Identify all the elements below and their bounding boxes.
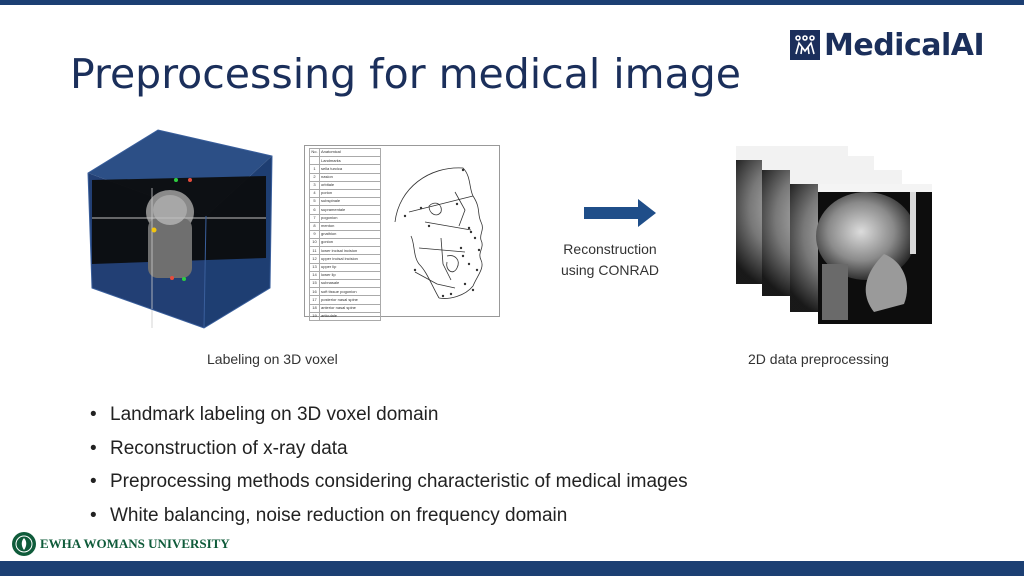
cephalometric-tracing — [385, 152, 495, 317]
reconstruction-label: Reconstruction using CONRAD — [548, 239, 672, 281]
left-figure-caption: Labeling on 3D voxel — [207, 351, 338, 367]
bullet-list: Landmark labeling on 3D voxel domain Rec… — [88, 398, 688, 532]
bottom-accent-bar — [0, 561, 1024, 576]
medicalai-logo: MedicalAI — [790, 27, 985, 63]
reconstruction-label-line2: using CONRAD — [560, 262, 660, 278]
medicalai-brand-name: MedicalAI — [824, 27, 985, 63]
voxel-3d-figure — [86, 128, 276, 338]
right-arrow-icon — [584, 199, 658, 232]
top-accent-bar — [0, 0, 1024, 5]
reconstruction-label-line1: Reconstruction — [563, 241, 657, 257]
university-seal-icon — [12, 532, 36, 556]
table-header-name-line2: Landmarks — [319, 156, 381, 166]
right-figure-caption: 2D data preprocessing — [748, 351, 889, 367]
xray-stack-figure — [734, 144, 934, 331]
bullet-item: Landmark labeling on 3D voxel domain — [88, 398, 688, 432]
university-footer: EWHA WOMANS UNIVERSITY — [12, 532, 230, 556]
bullet-item: Preprocessing methods considering charac… — [88, 465, 688, 499]
medicalai-logo-icon — [790, 30, 820, 60]
table-header-no: No. — [309, 147, 320, 158]
table-header-row: No. Anatomical — [309, 147, 381, 158]
bullet-item: White balancing, noise reduction on freq… — [88, 499, 688, 533]
bullet-item: Reconstruction of x-ray data — [88, 432, 688, 466]
university-name: EWHA WOMANS UNIVERSITY — [40, 536, 230, 551]
slide-title: Preprocessing for medical image — [70, 50, 741, 98]
table-header-name-line1: Anatomical — [319, 147, 381, 158]
table-header-row: Landmarks — [309, 156, 381, 166]
